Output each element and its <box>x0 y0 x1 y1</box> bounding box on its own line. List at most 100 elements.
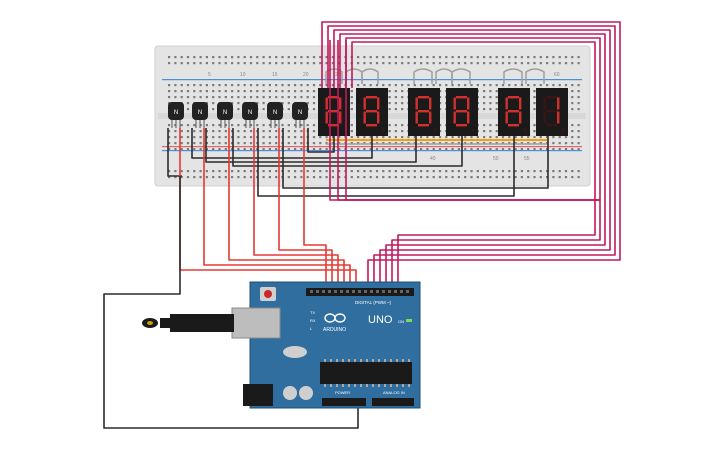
breadboard-hole <box>331 142 334 145</box>
breadboard-hole <box>476 136 479 139</box>
breadboard-hole <box>426 84 429 87</box>
breadboard-hole <box>268 170 271 173</box>
power-jack <box>243 384 273 406</box>
arduino-model-text: UNO <box>368 314 393 326</box>
breadboard-hole <box>180 96 183 99</box>
breadboard-hole <box>287 136 290 139</box>
breadboard-hole <box>546 176 549 179</box>
breadboard-hole <box>382 136 385 139</box>
breadboard-hole <box>212 102 215 105</box>
breadboard-hole <box>312 102 316 105</box>
breadboard-hole <box>249 130 253 133</box>
breadboard-hole <box>312 148 316 151</box>
breadboard-hole <box>394 148 397 151</box>
breadboard-hole <box>205 96 208 99</box>
breadboard-hole <box>483 62 486 65</box>
breadboard-hole <box>457 56 460 59</box>
breadboard-hole <box>514 148 517 151</box>
display-segment <box>325 97 328 110</box>
breadboard-hole <box>571 176 574 179</box>
breadboard-hole <box>394 130 397 133</box>
breadboard-hole <box>237 84 240 87</box>
display-segment <box>505 97 508 110</box>
breadboard-hole <box>495 170 498 173</box>
breadboard-hole <box>180 176 183 179</box>
breadboard-hole <box>520 142 523 145</box>
digital-pin <box>394 290 397 293</box>
breadboard-hole <box>552 142 555 145</box>
breadboard-hole <box>180 136 183 139</box>
breadboard-hole <box>294 136 297 139</box>
breadboard-hole <box>331 148 334 151</box>
breadboard-hole <box>218 84 221 87</box>
breadboard-hole <box>300 130 303 133</box>
red-wire <box>303 128 327 288</box>
breadboard-hole <box>186 84 190 87</box>
breadboard-hole <box>363 142 366 145</box>
breadboard-hole <box>212 96 215 99</box>
breadboard-hole <box>407 148 410 151</box>
breadboard-hole <box>501 62 505 65</box>
display-segment <box>557 97 560 110</box>
breadboard-hole <box>287 96 290 99</box>
breadboard-hole <box>331 62 334 65</box>
breadboard-hole <box>205 136 208 139</box>
breadboard-hole <box>483 148 486 151</box>
breadboard-hole <box>426 142 429 145</box>
breadboard-hole <box>231 84 234 87</box>
breadboard-hole <box>174 124 177 127</box>
breadboard-hole <box>287 148 290 151</box>
breadboard-hole <box>401 176 404 179</box>
breadboard-hole <box>470 62 473 65</box>
breadboard-hole <box>224 136 227 139</box>
breadboard-hole <box>495 176 498 179</box>
gray-jumper-wire <box>525 68 545 84</box>
breadboard-hole <box>331 84 334 87</box>
breadboard-hole <box>300 124 303 127</box>
display-segment <box>456 124 467 127</box>
breadboard-hole <box>457 62 460 65</box>
breadboard-hole <box>489 136 492 139</box>
breadboard-column-label: 60 <box>554 72 560 78</box>
breadboard-hole <box>168 62 171 65</box>
digital-pin <box>322 290 325 293</box>
breadboard-hole <box>168 170 171 173</box>
breadboard-hole <box>420 62 423 65</box>
breadboard-hole <box>319 176 322 179</box>
breadboard-hole <box>445 62 448 65</box>
reset-button-cap[interactable] <box>264 290 272 298</box>
breadboard-hole <box>338 136 341 139</box>
transistor: N <box>217 102 233 128</box>
breadboard-hole <box>577 142 580 145</box>
breadboard-hole <box>294 84 297 87</box>
breadboard-hole <box>186 142 190 145</box>
breadboard-hole <box>275 124 278 127</box>
breadboard-hole <box>426 56 429 59</box>
arduino-uno-board[interactable]: DIGITAL (PWM ~) TX RX L ARDUINO UNO ON P… <box>243 281 421 409</box>
breadboard-hole <box>193 124 196 127</box>
chip-pin <box>330 384 332 387</box>
breadboard-hole <box>325 148 328 151</box>
breadboard-hole <box>533 108 536 111</box>
seven-segment-display <box>446 88 478 136</box>
red-wire <box>253 128 339 288</box>
breadboard-hole <box>483 142 486 145</box>
breadboard-hole <box>186 96 190 99</box>
breadboard-hole <box>483 124 486 127</box>
digital-pin <box>364 290 367 293</box>
breadboard-hole <box>249 136 253 139</box>
breadboard-hole <box>218 170 221 173</box>
breadboard-hole <box>514 62 517 65</box>
breadboard-hole <box>319 84 322 87</box>
breadboard-hole <box>369 142 372 145</box>
breadboard-hole <box>193 170 196 173</box>
breadboard-hole <box>451 170 454 173</box>
breadboard-hole <box>357 84 360 87</box>
breadboard-hole <box>451 56 454 59</box>
breadboard-hole <box>237 102 240 105</box>
transistor-body <box>267 102 283 120</box>
breadboard-hole <box>489 176 492 179</box>
breadboard-hole <box>174 56 177 59</box>
breadboard-hole <box>174 96 177 99</box>
breadboard-hole <box>212 108 215 111</box>
